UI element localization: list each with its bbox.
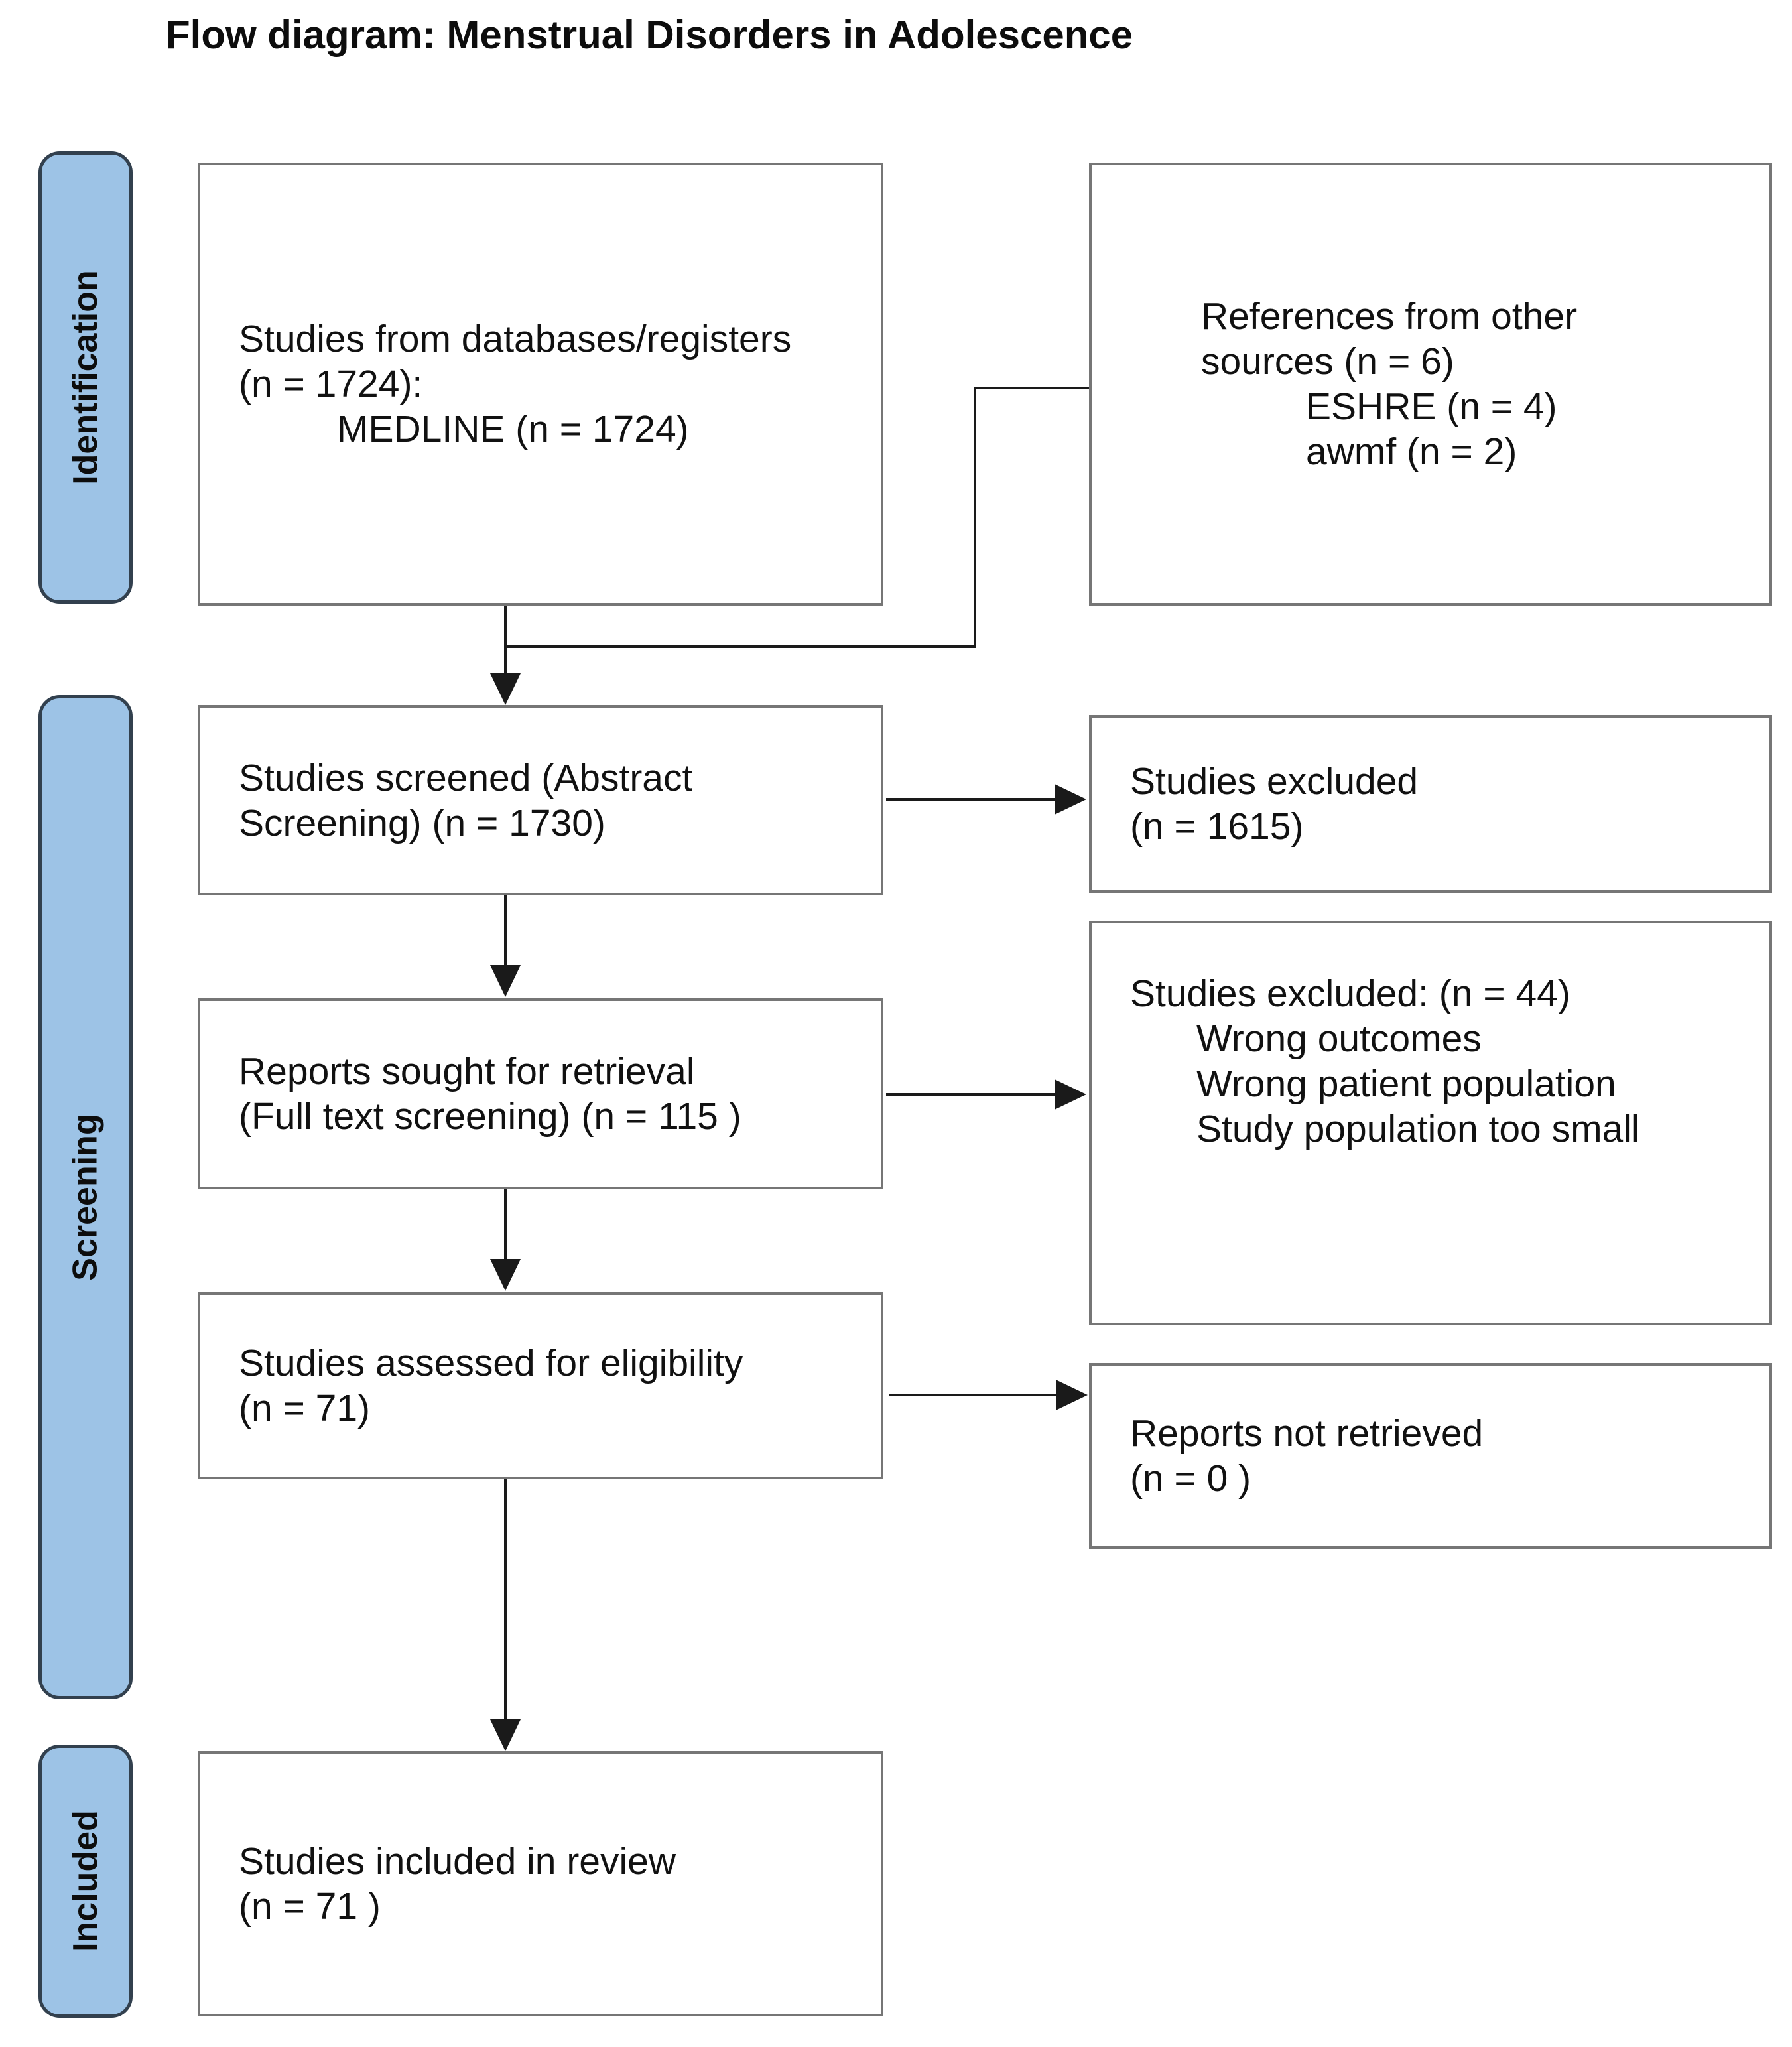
arrow-sought-to-excluded-fulltext [886, 1079, 1086, 1110]
box-text-line: (Full text screening) (n = 115 ) [239, 1095, 741, 1138]
arrow-sought-to-assessed [490, 1189, 521, 1291]
arrow-screened-to-excluded [886, 784, 1086, 815]
stage-identification: Identification [38, 151, 133, 604]
box-reports-not-retrieved: Reports not retrieved (n = 0 ) [1089, 1363, 1772, 1549]
box-text-line: References from other [1201, 295, 1578, 338]
box-text-line: Study population too small [1196, 1108, 1640, 1150]
stage-screening-label: Screening [66, 1114, 105, 1281]
box-text-line: MEDLINE (n = 1724) [337, 408, 689, 450]
box-text-line: ESHRE (n = 4) [1306, 385, 1557, 428]
diagram-title: Flow diagram: Menstrual Disorders in Ado… [166, 13, 1133, 57]
box-text-line: Reports not retrieved [1130, 1412, 1484, 1455]
box-text-line: sources (n = 6) [1201, 340, 1454, 383]
stage-included: Included [38, 1745, 133, 2018]
box-studies-excluded-screening: Studies excluded (n = 1615) [1089, 715, 1772, 893]
box-studies-assessed: Studies assessed for eligibility (n = 71… [198, 1292, 883, 1479]
box-references-other-sources: References from other sources (n = 6) ES… [1089, 163, 1772, 606]
box-text-line: Studies excluded: (n = 44) [1130, 972, 1570, 1015]
arrow-screened-to-sought [490, 895, 521, 997]
box-text-line: (n = 71 ) [239, 1885, 381, 1928]
box-studies-excluded-fulltext: Studies excluded: (n = 44) Wrong outcome… [1089, 921, 1772, 1325]
box-reports-sought: Reports sought for retrieval (Full text … [198, 998, 883, 1189]
arrow-assessed-to-included [490, 1479, 521, 1751]
box-studies-screened: Studies screened (Abstract Screening) (n… [198, 705, 883, 895]
box-text-line: Screening) (n = 1730) [239, 801, 606, 844]
stage-included-label: Included [66, 1810, 105, 1952]
box-text-line: (n = 1615) [1130, 805, 1304, 848]
box-text-line: (n = 71) [239, 1387, 371, 1429]
box-studies-from-databases: Studies from databases/registers (n = 17… [198, 163, 883, 606]
stage-identification-label: Identification [66, 270, 105, 485]
arrow-databases-to-screened [490, 606, 521, 705]
box-studies-included: Studies included in review (n = 71 ) [198, 1751, 883, 2016]
box-text-line: Reports sought for retrieval [239, 1050, 695, 1092]
box-text-line: awmf (n = 2) [1306, 430, 1517, 473]
box-text-line: Wrong outcomes [1196, 1018, 1482, 1060]
box-text-line: Studies excluded [1130, 760, 1419, 803]
box-text-line: Studies included in review [239, 1840, 676, 1882]
box-text-line: (n = 1724): [239, 363, 423, 405]
box-text-line: (n = 0 ) [1130, 1457, 1251, 1500]
box-text-line: Studies from databases/registers [239, 318, 792, 360]
box-text-line: Studies screened (Abstract [239, 756, 693, 799]
stage-screening: Screening [38, 695, 133, 1699]
box-text-line: Wrong patient population [1196, 1063, 1616, 1105]
box-text-line: Studies assessed for eligibility [239, 1342, 743, 1384]
arrow-assessed-to-not-retrieved [889, 1380, 1088, 1410]
